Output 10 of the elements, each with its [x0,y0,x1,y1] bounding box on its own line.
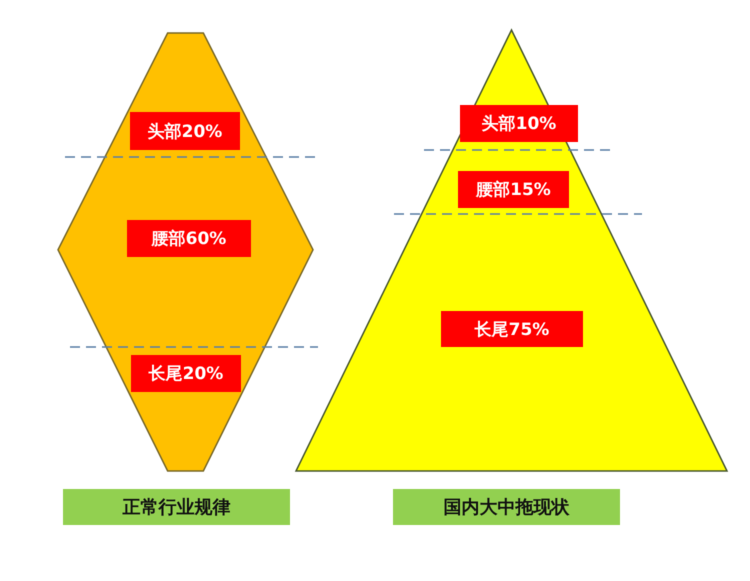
caption-box: 正常行业规律 [63,489,290,525]
percentage-label: 腰部15% [458,171,569,208]
percentage-label: 头部20% [130,112,240,150]
hexagon-shape [58,33,313,471]
percentage-label: 长尾20% [131,355,241,392]
percentage-label: 长尾75% [441,311,583,347]
caption-box: 国内大中拖现状 [393,489,620,525]
percentage-label: 头部10% [460,105,578,142]
triangle-shape [296,30,727,471]
percentage-label: 腰部60% [127,220,251,257]
